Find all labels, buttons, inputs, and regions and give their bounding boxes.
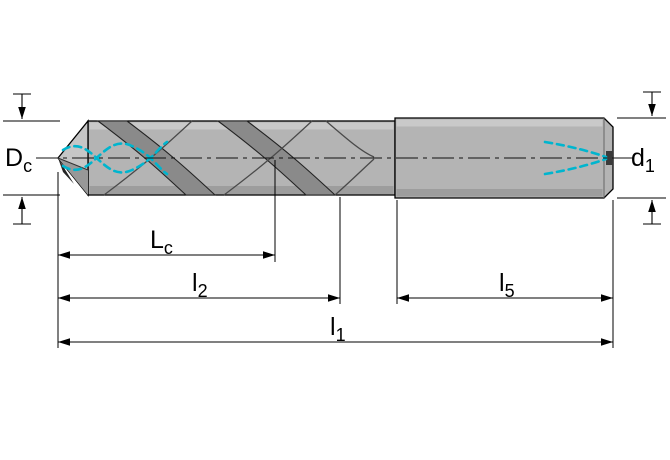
tip-cutting-edge-dark	[58, 158, 74, 184]
drill-drawing	[36, 117, 636, 199]
coolant-exit-mark	[606, 151, 613, 165]
flute-runout-edge	[325, 120, 375, 158]
coolant-spiral-channel	[61, 142, 169, 176]
coolant-shank-channel	[543, 157, 608, 176]
dimension-d1: d1	[617, 91, 666, 225]
label-d1: d1	[631, 144, 655, 176]
label-l2: l2	[192, 269, 208, 301]
length-dimensions: Lc l2 l5 l1	[57, 160, 614, 348]
label-l5: l5	[499, 269, 515, 301]
shank-bottom-shade	[396, 189, 603, 197]
label-lc: Lc	[150, 226, 173, 258]
coolant-shank-channel	[543, 140, 608, 159]
coolant-spiral-channel	[61, 140, 169, 174]
shank-top-highlight	[396, 119, 603, 127]
tip-facet-edge	[57, 157, 89, 171]
label-l1: l1	[330, 313, 346, 345]
dimension-dc: Dc	[3, 93, 60, 225]
flute-back-edge	[223, 120, 313, 196]
flute-runout-edge	[334, 158, 375, 196]
label-dc: Dc	[5, 144, 32, 176]
body-bottom-shade	[89, 186, 394, 194]
